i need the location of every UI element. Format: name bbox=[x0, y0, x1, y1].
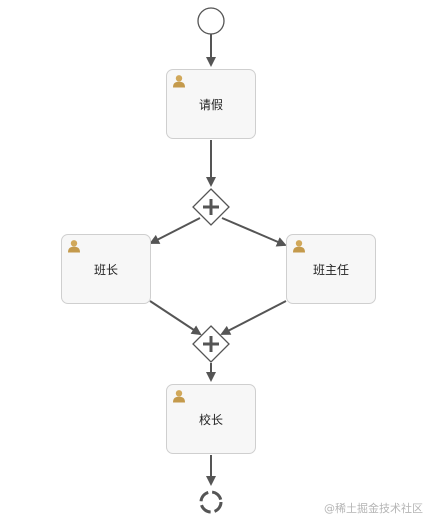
flow-split-to-banzhang[interactable] bbox=[149, 217, 201, 244]
watermark: @稀土掘金技术社区 bbox=[324, 502, 423, 515]
user-icon bbox=[173, 390, 185, 403]
user-icon bbox=[173, 75, 185, 88]
task-banzhang[interactable]: 班长 bbox=[61, 234, 151, 304]
parallel-gateway-join[interactable] bbox=[192, 325, 230, 363]
end-event[interactable] bbox=[199, 490, 223, 514]
flow-banzhang-to-join[interactable] bbox=[149, 300, 202, 336]
task-qingjia[interactable]: 请假 bbox=[166, 69, 256, 139]
task-label: 请假 bbox=[198, 97, 223, 112]
flow-banzhuren-to-join[interactable] bbox=[220, 300, 287, 335]
user-icon bbox=[293, 240, 305, 253]
task-banzhuren[interactable]: 班主任 bbox=[286, 234, 376, 304]
flow-split-to-banzhuren[interactable] bbox=[221, 217, 287, 247]
parallel-gateway-split[interactable] bbox=[192, 188, 230, 226]
task-label: 班长 bbox=[93, 262, 118, 277]
user-icon bbox=[68, 240, 80, 253]
task-label: 校长 bbox=[198, 412, 223, 427]
task-xiaozhang[interactable]: 校长 bbox=[166, 384, 256, 454]
start-event[interactable] bbox=[197, 7, 225, 35]
task-label: 班主任 bbox=[312, 262, 349, 277]
